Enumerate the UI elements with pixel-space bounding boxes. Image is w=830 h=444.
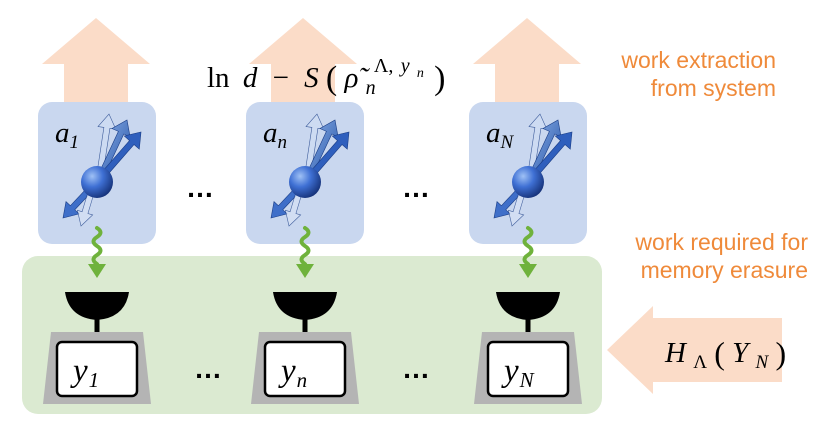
wavy-arrow-head — [519, 264, 537, 278]
ellipsis-system-2: … — [402, 172, 430, 203]
top-formula: ln d − S ( ρ̃ n Λ, y n ) — [207, 47, 445, 101]
ellipsis-memory-2: … — [402, 353, 430, 384]
entropy-H: H — [664, 337, 688, 369]
detector-pan — [496, 292, 560, 320]
wavy-arrow — [91, 226, 103, 266]
detector-stem — [525, 318, 531, 332]
extraction-label-line1: work extraction — [620, 47, 776, 73]
up-arrow-1 — [42, 18, 150, 104]
system-label-letter: a — [486, 117, 501, 149]
memory-label-letter: y — [70, 353, 88, 389]
memory-label-letter: y — [278, 353, 296, 389]
detector-pan — [273, 292, 337, 320]
system-label-sub: 1 — [70, 132, 80, 153]
extraction-label-line2: from system — [651, 75, 776, 101]
system-label: a1 — [55, 117, 79, 153]
formula-rho-sup-y-sub: n — [417, 66, 424, 81]
spin-sphere — [512, 166, 544, 198]
spin-sphere — [289, 166, 321, 198]
memory-label-sub: 1 — [89, 368, 100, 392]
formula-rho-sup-lambda: Λ, — [374, 55, 394, 77]
detector-stem — [94, 318, 100, 332]
up-arrow-2 — [249, 18, 357, 104]
left-arrow — [607, 306, 782, 394]
formula-rho-sup-y: y — [399, 55, 410, 77]
memory-label: yN — [501, 353, 535, 392]
spin-icon — [493, 113, 573, 227]
formula-rho-sub: n — [366, 77, 376, 99]
wavy-arrow — [522, 226, 534, 266]
detector-stem — [302, 318, 308, 332]
memory-label: y1 — [70, 353, 99, 392]
formula-minus: − — [273, 62, 289, 94]
system-label: aN — [486, 117, 515, 153]
entropy-label: H Λ ( Y N ) — [664, 335, 786, 375]
wavy-arrow-head — [88, 264, 106, 278]
system-label-sub: N — [500, 132, 515, 153]
detector-pan — [65, 292, 129, 320]
spin-sphere — [81, 166, 113, 198]
memory-label-letter: y — [501, 353, 519, 389]
memory-register — [486, 340, 570, 398]
formula-d: d — [243, 62, 258, 94]
system-label: an — [263, 117, 287, 153]
spin-icon — [62, 113, 142, 227]
entropy-Y: Y — [732, 337, 751, 369]
formula-open-paren: ( — [326, 60, 337, 97]
entropy-open-paren: ( — [714, 335, 725, 371]
spin-icon — [270, 113, 350, 227]
memory-label-sub: N — [519, 368, 535, 392]
wavy-arrow-head — [296, 264, 314, 278]
formula-ln: ln — [207, 62, 230, 94]
memory-register — [55, 340, 139, 398]
system-label-sub: n — [278, 132, 288, 153]
ellipsis-system-1: … — [186, 172, 214, 203]
wavy-arrow — [299, 226, 311, 266]
entropy-H-sub: Λ — [693, 352, 707, 373]
formula-close-paren: ) — [434, 60, 445, 97]
memory-register — [263, 340, 347, 398]
entropy-close-paren: ) — [775, 335, 786, 371]
system-label-letter: a — [55, 117, 70, 149]
entropy-Y-sub: N — [755, 352, 770, 373]
memory-label-sub: n — [297, 368, 308, 392]
erasure-label-line2: memory erasure — [641, 257, 808, 283]
formula-S: S — [304, 62, 319, 94]
memory-label: yn — [278, 353, 307, 392]
ellipsis-memory-1: … — [194, 353, 222, 384]
up-arrow-3 — [473, 18, 581, 104]
erasure-label-line1: work required for — [634, 229, 808, 255]
system-label-letter: a — [263, 117, 278, 149]
